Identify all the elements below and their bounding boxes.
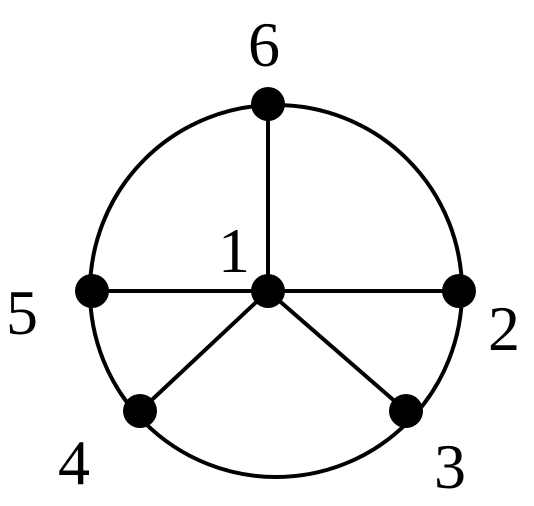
node-5 — [75, 274, 109, 308]
node-1 — [251, 274, 285, 308]
node-6 — [251, 87, 285, 121]
edge-1-3 — [266, 289, 408, 413]
node-label-2: 2 — [488, 293, 520, 364]
node-3 — [389, 394, 423, 428]
node-label-1: 1 — [218, 215, 250, 286]
node-label-6: 6 — [248, 9, 280, 80]
node-2 — [442, 274, 476, 308]
edge-1-4 — [138, 289, 270, 413]
node-4 — [123, 394, 157, 428]
node-label-4: 4 — [58, 427, 90, 498]
node-label-5: 5 — [6, 277, 38, 348]
node-label-3: 3 — [434, 431, 466, 502]
